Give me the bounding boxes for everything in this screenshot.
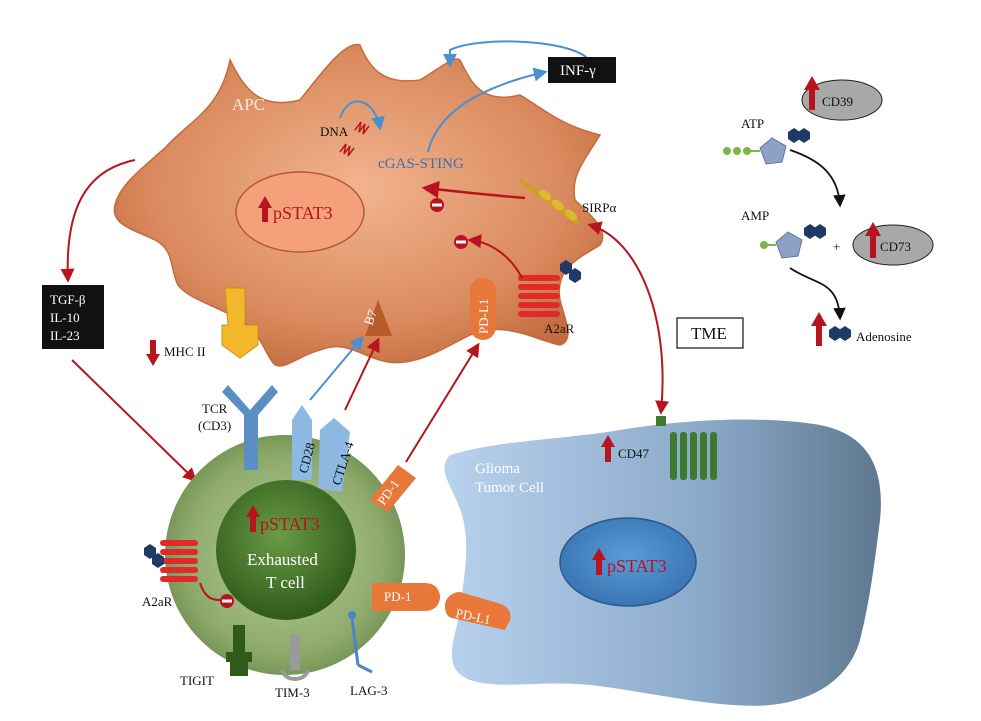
tumor-label-2: Tumor Cell: [475, 480, 544, 496]
cytokine-il23: IL-23: [50, 328, 80, 343]
plus-label: +: [833, 239, 840, 254]
apc-pstat3-label: pSTAT3: [273, 203, 333, 223]
cytokine-il10: IL-10: [50, 310, 80, 325]
tcr-label-2: (CD3): [198, 418, 231, 433]
apc-nucleus: [235, 171, 365, 253]
tumor-pdl1-ligand: [445, 592, 511, 630]
b7-label: B7: [361, 307, 380, 327]
arrow-a2ar-inhibit-tcell: [199, 582, 221, 601]
arrow-cytokines-to-tcell: [71, 359, 198, 482]
tcell-label-2: T cell: [266, 573, 305, 592]
mhc-ii-icon: [221, 287, 259, 359]
cytokine-tgfb: TGF-β: [50, 292, 86, 307]
arrow-cgas-to-inf: [427, 67, 548, 153]
apc-pdl1-label: PD-L1: [476, 299, 491, 334]
arrow-apc-to-cytokines: [60, 159, 136, 283]
cytokines-box: [42, 285, 104, 349]
tme-label: TME: [691, 324, 727, 343]
atp-molecule: [723, 128, 810, 165]
cd39-enzyme: [801, 79, 883, 121]
inhibit-bar-apc-a2ar: [456, 240, 466, 244]
amp-label: AMP: [741, 208, 769, 223]
arrow-cd28-to-b7: [309, 335, 364, 401]
lag3-label: LAG-3: [350, 683, 388, 698]
ctla4-receptor: [318, 418, 350, 492]
amp-molecule: [760, 224, 826, 259]
pd1-top-receptor: [370, 465, 416, 512]
arrow-atp-to-amp: [789, 149, 846, 208]
arrow-dna-to-cgas: [339, 100, 385, 131]
atp-label: ATP: [741, 116, 764, 131]
adenosine-label: Adenosine: [856, 329, 912, 344]
pd1-side-receptor: [372, 583, 440, 611]
tigit-receptor: [226, 625, 252, 676]
cd39-up-arrow: [804, 76, 820, 110]
cd73-label: CD73: [880, 239, 911, 254]
sirp-domain-3: [564, 209, 578, 221]
tumor-pstat3-label: pSTAT3: [607, 556, 667, 576]
mhc-ii-label: MHC II: [164, 344, 206, 359]
b7-ligand: [365, 300, 392, 336]
tumor-pdl1-label: PD-L1: [454, 605, 492, 627]
inhibit-bar-sirp: [432, 203, 442, 207]
pd1-side-label: PD-1: [384, 589, 411, 604]
adenosine-icon-tcell: [144, 544, 164, 568]
tcr-label-1: TCR: [202, 401, 228, 416]
cgas-sting-label: cGAS-STING: [378, 156, 464, 172]
tcell-a2ar-receptor: [160, 540, 198, 582]
sirp-domain-1: [538, 189, 552, 201]
dna-icon: [354, 121, 370, 135]
apc-a2ar-receptor: [518, 275, 560, 317]
sirp-domain-2: [551, 199, 565, 211]
arrow-pd1-to-pdl1: [405, 342, 480, 463]
pstat-up-arrow-tcell: [246, 505, 260, 532]
inf-gamma-label: INF-γ: [560, 63, 596, 79]
apc-title: APC: [232, 95, 265, 114]
arrow-inf-loop: [443, 40, 591, 68]
pstat-up-arrow-tumor: [592, 548, 606, 575]
tcell-pstat3-label: pSTAT3: [260, 514, 320, 534]
adenosine-icon-apc: [560, 260, 581, 283]
tim3-receptor: [280, 635, 310, 681]
arrow-a2ar-inhibit-apc: [467, 234, 523, 279]
tigit-label: TIGIT: [180, 673, 214, 688]
pstat-up-arrow-apc: [258, 196, 272, 222]
arrow-amp-to-adenosine: [789, 267, 846, 321]
tme-box: [676, 317, 744, 349]
cd47-head: [656, 416, 666, 426]
tcr-receptor: [222, 385, 278, 470]
arrow-ctla4-to-b7: [344, 337, 380, 411]
cd47-up-arrow: [601, 435, 615, 462]
cd39-label: CD39: [822, 94, 853, 109]
sirp-label: SIRPα: [582, 200, 616, 215]
tcell-a2ar-label: A2aR: [142, 594, 173, 609]
adenosine-up-arrow: [811, 312, 827, 346]
arrow-cd47-sirp: [587, 221, 670, 415]
tcell-label-1: Exhausted: [247, 550, 318, 569]
cd28-receptor: [292, 405, 312, 480]
adenosine-molecule: [829, 326, 851, 341]
lag3-receptor: [348, 611, 373, 674]
mhc-down-arrow: [146, 340, 160, 366]
apc-a2ar-label: A2aR: [544, 321, 575, 336]
tumor-label-1: Glioma: [475, 461, 520, 477]
cd73-up-arrow: [865, 222, 881, 258]
dna-icon-2: [339, 143, 355, 157]
inf-gamma-box: [548, 57, 616, 83]
tumor-nucleus: [559, 517, 697, 607]
inhibit-bar-tcell-a2ar: [222, 599, 232, 603]
cd47-label: CD47: [618, 446, 650, 461]
apc-pdl1: [470, 278, 496, 340]
tim3-label: TIM-3: [275, 685, 310, 700]
cd47-receptor: [670, 432, 717, 480]
arrow-sirp-inhibit: [421, 180, 526, 200]
dna-label: DNA: [320, 124, 349, 139]
